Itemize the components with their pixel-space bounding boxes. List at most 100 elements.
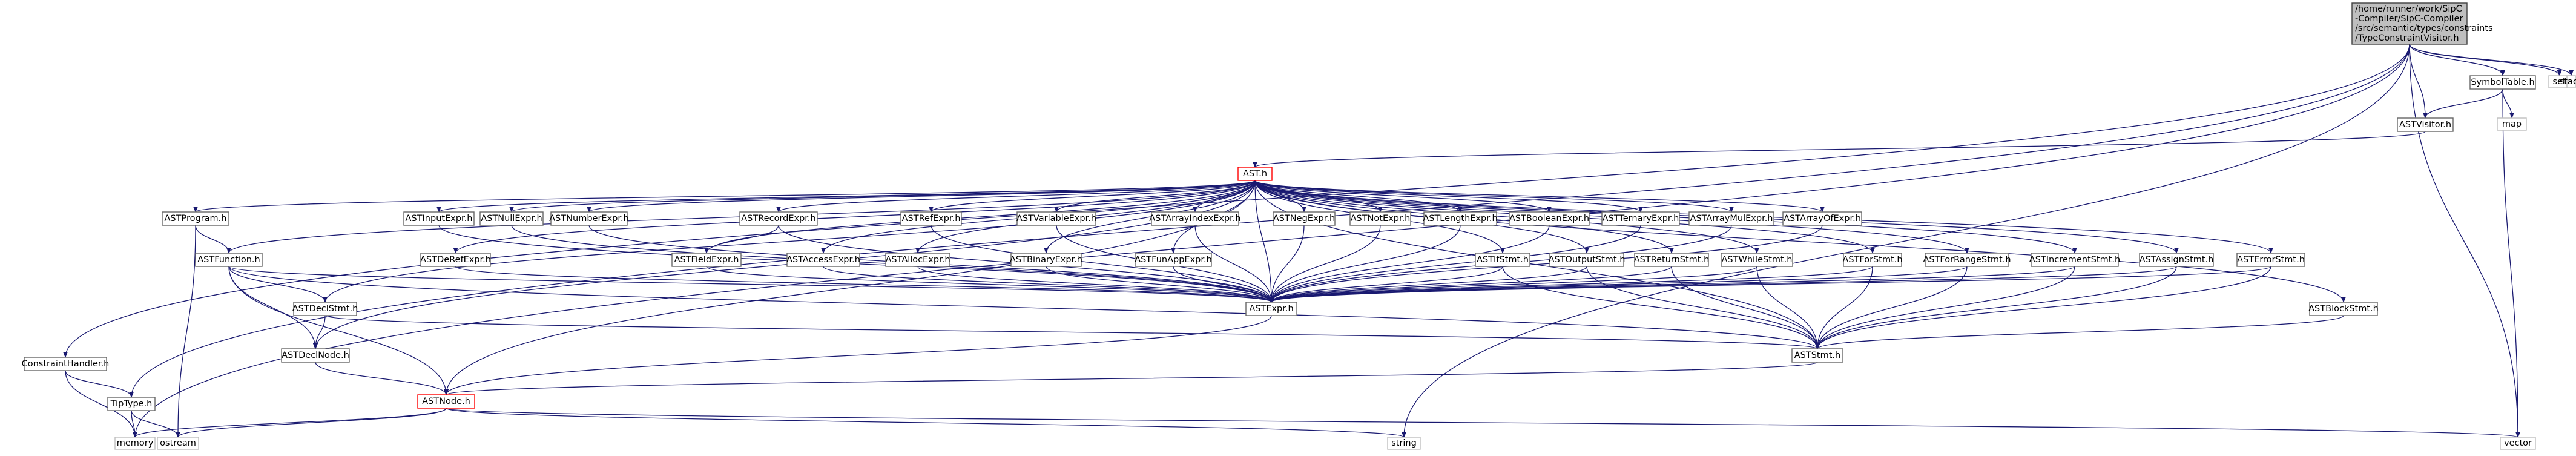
node-box [1549,253,1624,267]
node-astinputexpr[interactable]: ASTInputExpr.h [403,211,475,226]
node-astallocexpr[interactable]: ASTAllocExpr.h [885,253,950,267]
node-astbooleanexpr[interactable]: ASTBooleanExpr.h [1509,211,1590,226]
node-tiptype[interactable]: TipType.h [107,397,156,411]
node-aststmt[interactable]: ASTStmt.h [1791,348,1843,363]
node-label: AST.h [1243,169,1267,179]
edge-AST-to-ASTProgram [193,180,1256,213]
node-label: ASTDeclNode.h [282,351,349,360]
edge-ASTNegExpr-to-ASTExpr [1269,225,1305,303]
edges-layer [63,44,2574,438]
node-box [403,211,475,226]
node-label: ASTArrayMulExpr.h [1690,214,1773,223]
node-label: ASTErrorStmt.h [2237,255,2305,265]
node-label: ASTNullExpr.h [481,214,542,223]
edge-AST-to-ASTOutputStmt [1254,180,1589,254]
node-astnotexpr[interactable]: ASTNotExpr.h [1349,211,1411,226]
node-label: ASTRecordExpr.h [741,214,815,223]
edge-n0-to-stack [2409,44,2574,76]
node-box [1387,437,1421,450]
node-constrainthandler[interactable]: ConstraintHandler.h [22,357,110,371]
node-astnode[interactable]: ASTNode.h [417,394,475,409]
node-box [2566,75,2576,88]
node-box [1782,211,1862,226]
edge-ASTFunction-to-ASTExpr [228,266,1274,303]
node-astoutputstmt[interactable]: ASTOutputStmt.h [1549,253,1626,267]
edge-ASTOutputStmt-to-ASTStmt [1586,266,1820,349]
node-astreturnstmt[interactable]: ASTReturnStmt.h [1634,253,1710,267]
node-label: ASTFunction.h [197,255,260,265]
node-label: /home/runner/work/SipC [2355,4,2462,14]
node-label: ASTTernaryExpr.h [1603,214,1679,223]
node-astexpr[interactable]: ASTExpr.h [1245,302,1297,316]
node-astwhilestmt[interactable]: ASTWhileStmt.h [1721,253,1793,267]
node-astforrangestmt[interactable]: ASTForRangeStmt.h [1923,253,2011,267]
node-label: /src/semantic/types/constraints [2355,24,2493,33]
node-label: ASTReturnStmt.h [1634,255,1710,265]
node-astarraymulexpr[interactable]: ASTArrayMulExpr.h [1688,211,1774,226]
node-label: ASTVisitor.h [2399,120,2451,130]
node-astfunction[interactable]: ASTFunction.h [195,253,263,267]
node-map: map [2497,117,2527,131]
node-astincrementstmt[interactable]: ASTIncrementStmt.h [2029,253,2120,267]
node-box [1509,211,1590,226]
node-astdeclnode[interactable]: ASTDeclNode.h [281,348,350,363]
node-box [157,437,199,450]
edge-ASTIfStmt-to-ASTStmt [1502,266,1820,349]
node-astternaryexpr[interactable]: ASTTernaryExpr.h [1601,211,1680,226]
edge-ConstraintHandler-to-memory [65,370,137,438]
node-astrefexpr[interactable]: ASTRefExpr.h [900,211,962,226]
node-box [2309,302,2378,316]
node-astbinaryexpr[interactable]: ASTBinaryExpr.h [1010,253,1082,267]
node-box [479,211,544,226]
node-astderefexpr[interactable]: ASTDeRefExpr.h [420,253,491,267]
node-astarrayindexexpr[interactable]: ASTArrayIndexExpr.h [1149,211,1241,226]
node-box [1688,211,1774,226]
node-astprogram[interactable]: ASTProgram.h [162,211,229,226]
edge-n0-to-SymbolTable [2409,44,2505,76]
edge-n0-to-TipType [129,44,2410,398]
node-astaccessexpr[interactable]: ASTAccessExpr.h [786,253,860,267]
node-box [550,211,628,226]
node-box [2236,253,2305,267]
edge-ASTNode-to-memory [133,408,447,438]
node-astfieldexpr[interactable]: ASTFieldExpr.h [671,253,742,267]
node-astforstmt[interactable]: ASTForStmt.h [1842,253,1903,267]
node-n0[interactable]: /home/runner/work/SipC-Compiler/SipC-Com… [2351,2,2493,45]
node-label: ASTForRangeStmt.h [1923,255,2011,265]
node-box [1151,211,1239,226]
node-label: ASTIncrementStmt.h [2029,255,2120,265]
node-asterrorstmt[interactable]: ASTErrorStmt.h [2236,253,2305,267]
node-astfunappexpr[interactable]: ASTFunAppExpr.h [1135,253,1212,267]
node-astrecordexpr[interactable]: ASTRecordExpr.h [739,211,818,226]
node-astvariableexpr[interactable]: ASTVariableExpr.h [1016,211,1096,226]
node-astnegexpr[interactable]: ASTNegExpr.h [1273,211,1336,226]
edge-AST-to-ASTInputExpr [436,180,1256,213]
node-astvisitor[interactable]: ASTVisitor.h [2397,117,2454,132]
edge-ASTFunction-to-ASTNode [228,266,449,395]
node-astassignstmt[interactable]: ASTAssignStmt.h [2139,253,2214,267]
node-astnullexpr[interactable]: ASTNullExpr.h [479,211,544,226]
node-box [2497,117,2527,131]
node-astarrayofexpr[interactable]: ASTArrayOfExpr.h [1782,211,1862,226]
edge-ASTBooleanExpr-to-ASTExpr [1269,225,1550,303]
node-symboltable[interactable]: SymbolTable.h [2469,75,2536,90]
edge-ASTErrorStmt-to-ASTExpr [1269,266,2271,303]
edge-ASTErrorStmt-to-ASTStmt [1815,266,2271,349]
edge-ASTRefExpr-to-ASTExpr [931,225,1274,303]
node-set: set [2548,75,2571,88]
node-label: ASTFunAppExpr.h [1135,255,1212,265]
edge-AST-to-ASTDeclStmt [323,180,1256,303]
edge-AST-to-ASTBlockStmt [1254,180,2346,303]
edge-AST-to-ASTExpr [1254,180,1274,303]
node-astifstmt[interactable]: ASTIfStmt.h [1475,253,1530,267]
node-ast[interactable]: AST.h [1237,167,1273,181]
node-astblockstmt[interactable]: ASTBlockStmt.h [2308,302,2379,316]
node-astlengthexpr[interactable]: ASTLengthExpr.h [1423,211,1498,226]
edge-ASTBinaryExpr-to-ASTExpr [1046,266,1274,303]
edge-AST-to-ASTRecordExpr [776,180,1256,213]
node-astdeclstmt[interactable]: ASTDeclStmt.h [292,302,358,316]
edge-ASTReturnStmt-to-ASTExpr [1269,266,1672,303]
edge-SymbolTable-to-vector [2502,88,2520,438]
node-astnumberexpr[interactable]: ASTNumberExpr.h [549,211,629,226]
edge-AST-to-ASTWhileStmt [1254,180,1759,254]
